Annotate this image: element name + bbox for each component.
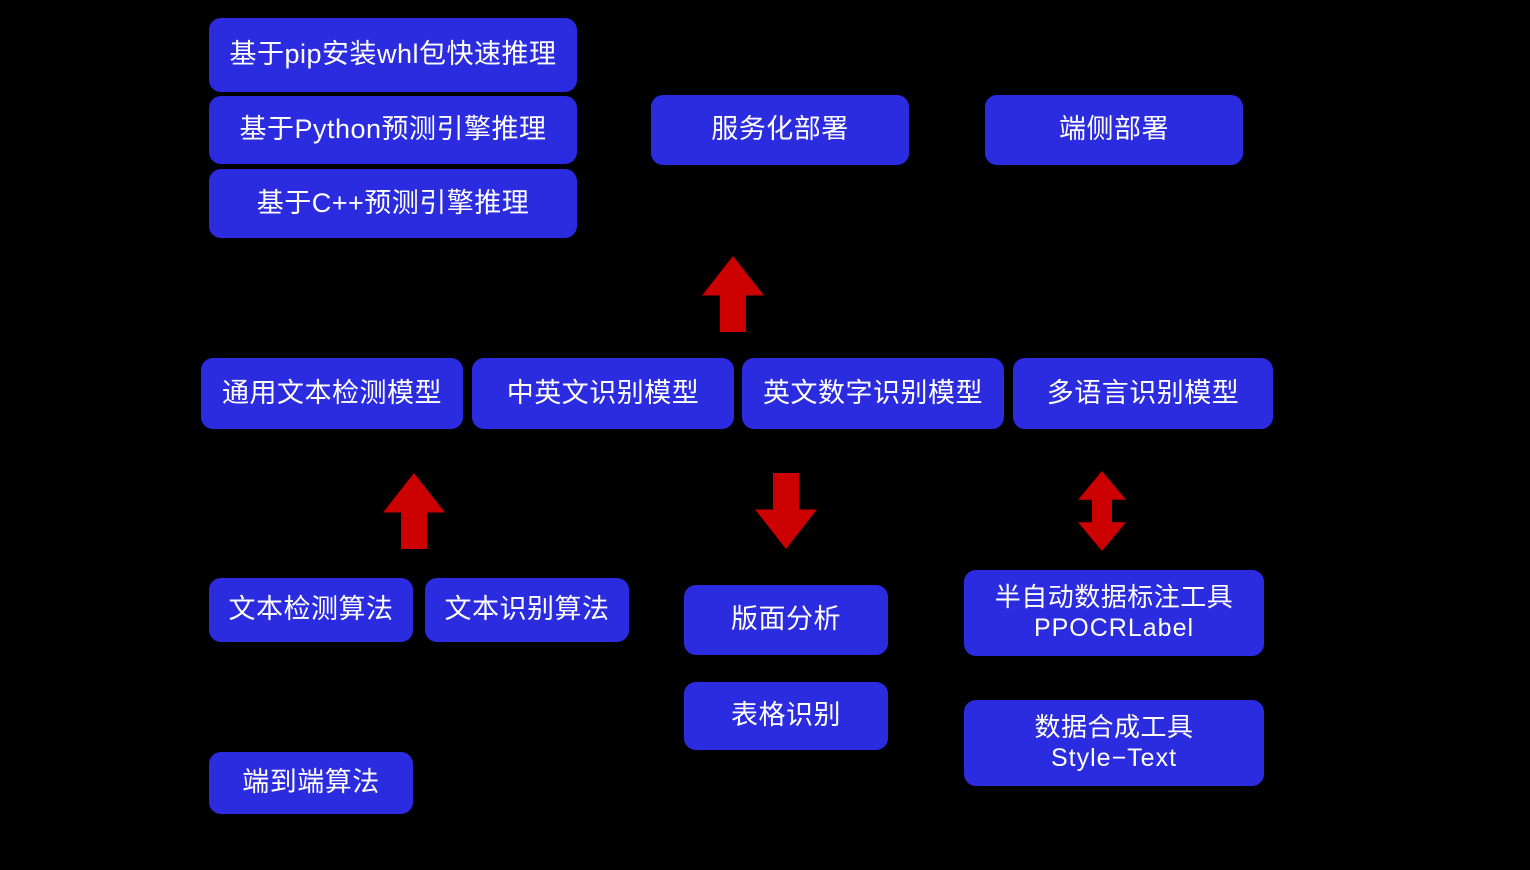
node-label: 表格识别 — [731, 700, 841, 731]
node-text-rec-algo[interactable]: 文本识别算法 — [425, 578, 629, 642]
node-edge-deploy[interactable]: 端侧部署 — [985, 95, 1243, 165]
node-label: 服务化部署 — [711, 114, 849, 145]
node-ppocrlabel[interactable]: 半自动数据标注工具 PPOCRLabel — [964, 570, 1264, 656]
node-en-num-rec-model[interactable]: 英文数字识别模型 — [742, 358, 1004, 429]
node-table-recognition[interactable]: 表格识别 — [684, 682, 888, 750]
arrow-up-icon-models-to-deployment — [702, 256, 764, 332]
node-cpp-engine[interactable]: 基于C++预测引擎推理 — [209, 169, 577, 238]
node-label: 文本检测算法 — [228, 594, 394, 625]
node-layout-analysis[interactable]: 版面分析 — [684, 585, 888, 655]
node-ch-en-rec-model[interactable]: 中英文识别模型 — [472, 358, 734, 429]
node-label: 数据合成工具 — [1034, 712, 1194, 743]
arrow-down-icon-models-to-document — [755, 473, 817, 549]
node-general-det-model[interactable]: 通用文本检测模型 — [201, 358, 463, 429]
node-text-det-algo[interactable]: 文本检测算法 — [209, 578, 413, 642]
arrow-double-icon-models-to-tools — [1078, 471, 1126, 551]
node-label: 多语言识别模型 — [1046, 377, 1240, 408]
node-label: 版面分析 — [731, 604, 841, 635]
node-label: 中英文识别模型 — [506, 377, 700, 408]
node-sublabel: PPOCRLabel — [1033, 614, 1195, 643]
node-label: 通用文本检测模型 — [222, 377, 442, 408]
node-style-text[interactable]: 数据合成工具 Style−Text — [964, 700, 1264, 786]
node-pip-whl[interactable]: 基于pip安装whl包快速推理 — [209, 18, 577, 92]
node-label: 英文数字识别模型 — [763, 377, 983, 408]
node-label: 基于C++预测引擎推理 — [256, 187, 530, 218]
node-label: 端到端算法 — [242, 767, 380, 798]
node-end-to-end-algo[interactable]: 端到端算法 — [209, 752, 413, 814]
arrow-up-icon-algorithms-to-models — [383, 473, 445, 549]
node-sublabel: Style−Text — [1050, 744, 1178, 773]
node-label: 半自动数据标注工具 — [994, 582, 1234, 613]
node-label: 基于pip安装whl包快速推理 — [229, 39, 557, 70]
node-label: 基于Python预测引擎推理 — [239, 114, 547, 145]
node-label: 端侧部署 — [1059, 114, 1169, 145]
node-label: 文本识别算法 — [444, 594, 610, 625]
node-multilingual-rec-model[interactable]: 多语言识别模型 — [1013, 358, 1273, 429]
node-python-engine[interactable]: 基于Python预测引擎推理 — [209, 96, 577, 164]
node-service-deploy[interactable]: 服务化部署 — [651, 95, 909, 165]
